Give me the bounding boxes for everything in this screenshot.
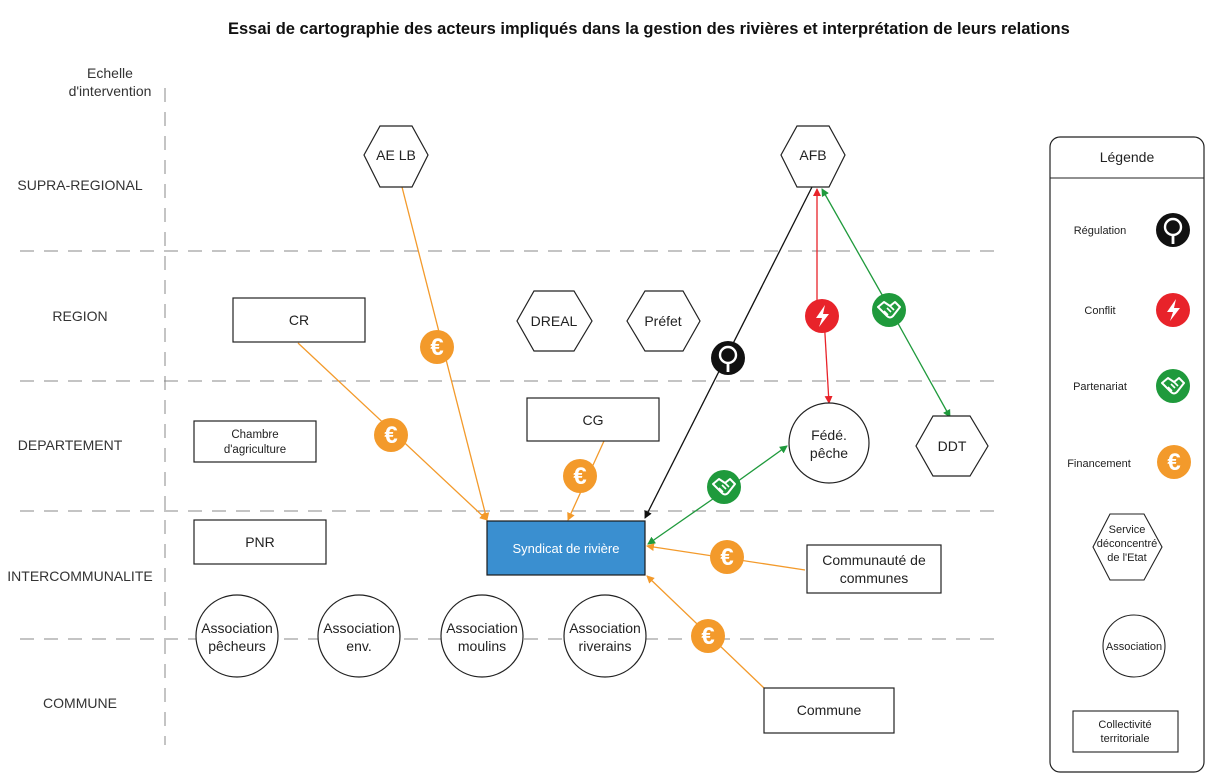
- actor-label: Chambre: [231, 429, 278, 441]
- actor-label: Commune: [797, 702, 862, 718]
- actor-fede-peche: Fédé. pêche: [788, 402, 870, 484]
- actor-label: pêcheurs: [208, 638, 266, 654]
- level-supra-regional: SUPRA-REGIONAL: [17, 177, 142, 193]
- actor-label: env.: [346, 638, 371, 654]
- actor-label: pêche: [810, 445, 848, 461]
- actor-communaute-de-communes: Communauté de communes: [806, 544, 942, 594]
- legend-item-service-deconcentre: Service déconcentré de l'Etat: [1092, 513, 1163, 581]
- actor-label: DREAL: [531, 313, 578, 329]
- actor-label: Association: [201, 620, 273, 636]
- euro-icon: [374, 418, 408, 452]
- actor-label: CR: [289, 312, 309, 328]
- legend-title: Légende: [1100, 149, 1155, 165]
- keyhole-icon: [1154, 211, 1192, 249]
- handshake-icon: [871, 292, 907, 328]
- actor-label: Syndicat de rivière: [513, 541, 620, 556]
- legend-label: Régulation: [1074, 225, 1127, 237]
- legend-label: de l'Etat: [1107, 552, 1146, 564]
- level-commune: COMMUNE: [43, 695, 117, 711]
- actor-label: Association: [446, 620, 518, 636]
- legend-item-association: Association: [1102, 614, 1166, 678]
- legend-item-regulation: Régulation: [1074, 211, 1192, 249]
- actor-commune: Commune: [763, 687, 895, 734]
- actor-association-riverains: Association riverains: [563, 594, 647, 678]
- actor-association-pecheurs: Association pêcheurs: [195, 594, 279, 678]
- page-title: Essai de cartographie des acteurs impliq…: [228, 20, 1070, 38]
- actor-label: moulins: [458, 638, 506, 654]
- actor-prefet: Préfet: [626, 290, 701, 352]
- legend-label: Association: [1106, 641, 1162, 653]
- actor-syndicat-de-riviere: Syndicat de rivière: [486, 520, 646, 576]
- scale-header-line1: Echelle: [87, 65, 133, 81]
- actor-label: CG: [583, 412, 604, 428]
- actor-label: AE LB: [376, 147, 416, 163]
- actor-afb: AFB: [780, 125, 846, 188]
- legend-label: Collectivité: [1098, 719, 1151, 731]
- handshake-icon: [706, 469, 742, 505]
- keyhole-icon: [709, 339, 747, 377]
- handshake-icon: [1155, 368, 1191, 404]
- scale-header-line2: d'intervention: [69, 83, 152, 99]
- actor-cr: CR: [232, 297, 366, 343]
- scale-column: Echelle d'intervention SUPRA-REGIONAL RE…: [7, 65, 166, 745]
- actor-label: PNR: [245, 534, 275, 550]
- lightning-icon: [805, 299, 839, 333]
- arrow-partenariat-to-syndicat: [647, 493, 721, 545]
- actor-dreal: DREAL: [516, 290, 593, 352]
- actor-label: Préfet: [644, 313, 681, 329]
- legend-label: déconcentré: [1097, 538, 1158, 550]
- actor-ae-lb: AE LB: [363, 125, 429, 188]
- actor-pnr: PNR: [193, 519, 327, 565]
- actor-label: DDT: [938, 438, 967, 454]
- actor-label: Association: [323, 620, 395, 636]
- arrow-partenariat-to-afb: [821, 188, 886, 301]
- actor-label: d'agriculture: [224, 444, 286, 456]
- actor-label: communes: [840, 570, 908, 586]
- euro-icon: [563, 459, 597, 493]
- actor-chambre-agriculture: Chambre d'agriculture: [193, 420, 317, 463]
- actor-ddt: DDT: [915, 415, 989, 477]
- euro-icon: [691, 619, 725, 653]
- legend-item-collectivite: Collectivité territoriale: [1072, 710, 1179, 753]
- actor-cg: CG: [526, 397, 660, 442]
- euro-icon: [1157, 445, 1191, 479]
- level-intercommunalite: INTERCOMMUNALITE: [7, 568, 152, 584]
- legend-panel: Légende Régulation Conflit Partenariat F…: [1049, 136, 1205, 773]
- legend-item-financement: Financement: [1067, 445, 1191, 479]
- actor-label: Fédé.: [811, 427, 847, 443]
- euro-icon: [420, 330, 454, 364]
- actor-label: Communauté de: [822, 552, 926, 568]
- legend-label: Financement: [1067, 458, 1131, 470]
- actor-label: riverains: [579, 638, 632, 654]
- euro-icon: [710, 540, 744, 574]
- legend-item-partenariat: Partenariat: [1073, 368, 1191, 404]
- actor-label: Association: [569, 620, 641, 636]
- actor-label: AFB: [799, 147, 826, 163]
- actor-association-env: Association env.: [317, 594, 401, 678]
- lightning-icon: [1156, 293, 1190, 327]
- level-region: REGION: [52, 308, 107, 324]
- level-departement: DEPARTEMENT: [18, 437, 123, 453]
- legend-label: Service: [1109, 524, 1146, 536]
- legend-label: Conflit: [1084, 305, 1115, 317]
- legend-item-conflit: Conflit: [1084, 293, 1190, 327]
- actor-association-moulins: Association moulins: [440, 594, 524, 678]
- legend-label: territoriale: [1101, 733, 1150, 745]
- legend-label: Partenariat: [1073, 381, 1127, 393]
